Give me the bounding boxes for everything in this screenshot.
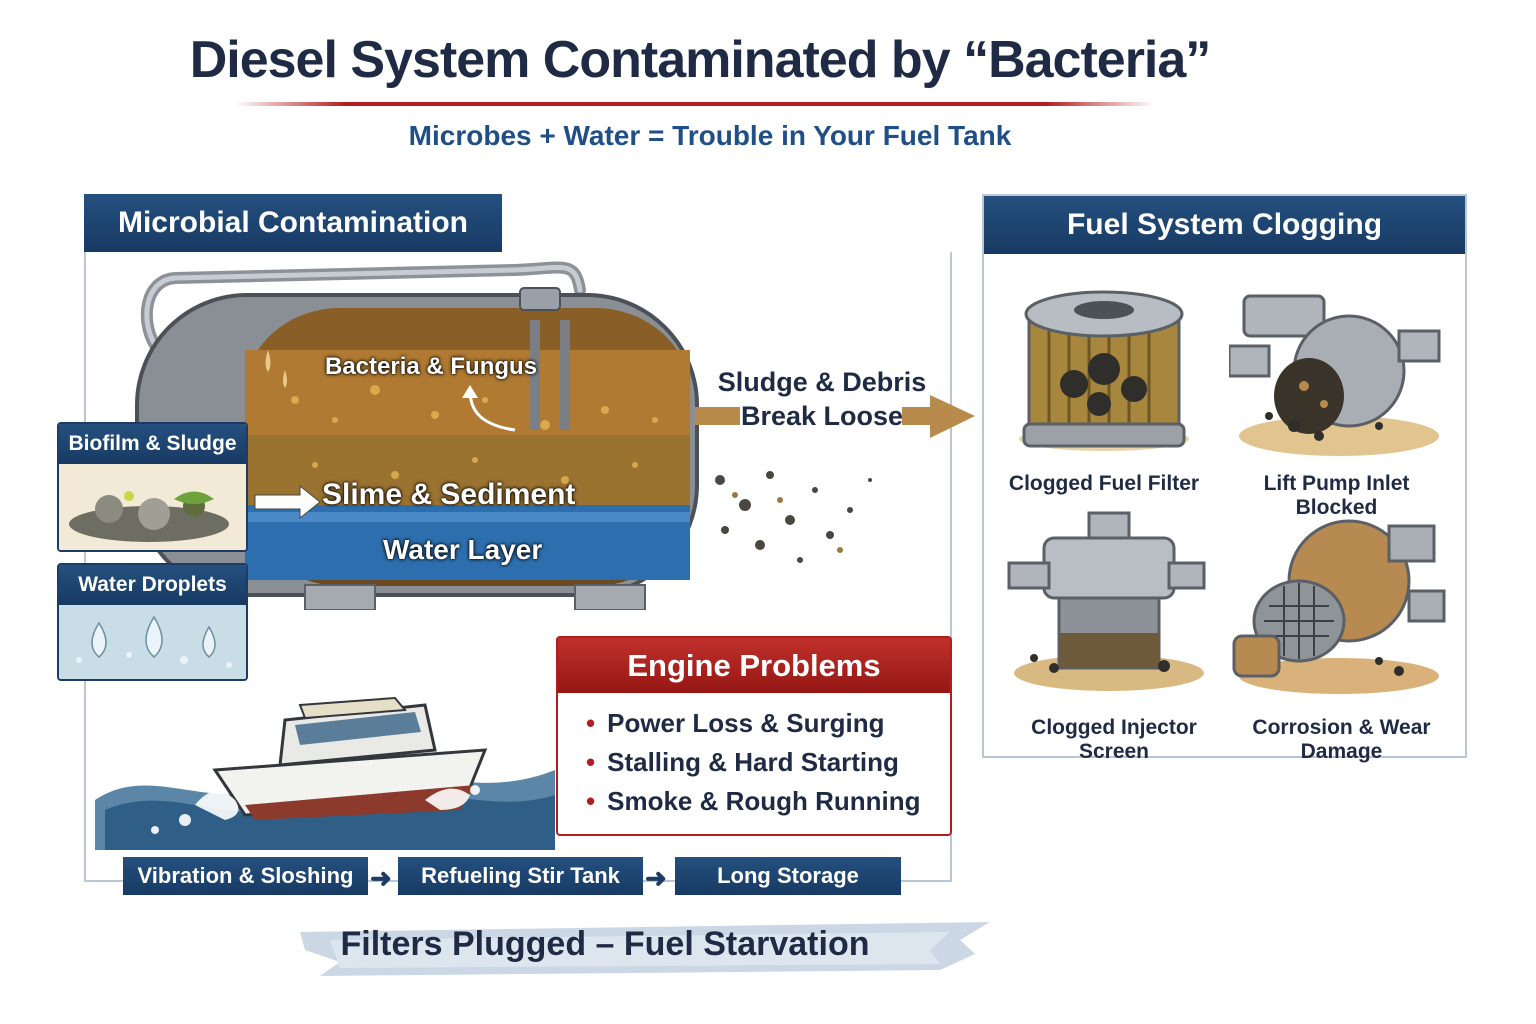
- debris-scatter: [715, 471, 872, 563]
- biofilm-sludge-icon: [59, 464, 246, 550]
- engine-problems-header: Engine Problems: [558, 638, 950, 693]
- cause-vibration-sloshing: Vibration & Sloshing: [123, 857, 368, 895]
- sludge-debris-label: Sludge & Debris Break Loose: [712, 365, 932, 433]
- bacteria-fungus-label: Bacteria & Fungus: [325, 353, 538, 380]
- title-underline: [235, 102, 1155, 106]
- boat-illustration: [95, 696, 555, 850]
- engine-problem-item: • Stalling & Hard Starting: [586, 743, 921, 782]
- microbial-contamination-header: Microbial Contamination: [84, 194, 502, 252]
- fuel-tank-illustration: [135, 261, 699, 610]
- engine-problems-list: • Power Loss & Surging • Stalling & Hard S…: [586, 704, 921, 821]
- cause-long-storage: Long Storage: [675, 857, 901, 895]
- fuel-system-clogging-header: Fuel System Clogging: [984, 196, 1465, 254]
- water-layer-label: Water Layer: [383, 534, 543, 565]
- clogged-fuel-filter-label: Clogged Fuel Filter: [1008, 472, 1200, 495]
- cause-refueling-stir-tank: Refueling Stir Tank: [398, 857, 643, 895]
- fuel-system-clogging-panel: Fuel System Clogging Clogged Fuel Filter…: [982, 194, 1467, 763]
- engine-problem-text: Stalling & Hard Starting: [607, 747, 899, 777]
- arrow-right-icon: ➜: [645, 863, 667, 893]
- arrow-right-icon: ➜: [370, 863, 392, 893]
- flow-arrow: [695, 395, 975, 438]
- footer-brushstroke: [300, 922, 990, 976]
- biofilm-sludge-label: Biofilm & Sludge: [59, 424, 246, 464]
- lift-pump-inlet-blocked-label: Lift Pump Inlet Blocked: [1263, 472, 1410, 519]
- sludge-debris-line2: Break Loose: [740, 401, 904, 431]
- bullet-icon: •: [586, 786, 596, 816]
- engine-problem-text: Smoke & Rough Running: [607, 786, 921, 816]
- corroded-fitting-icon: [1232, 519, 1446, 694]
- bullet-icon: •: [586, 747, 596, 777]
- lift-pump-icon: [1229, 294, 1441, 456]
- clogged-injector-screen-label: Clogged Injector Screen: [1031, 716, 1197, 763]
- footer-message: Filters Plugged – Fuel Starvation: [340, 925, 870, 963]
- sludge-debris-line1: Sludge & Debris: [717, 367, 927, 397]
- water-droplets-label: Water Droplets: [59, 565, 246, 605]
- page-title: Diesel System Contaminated by “Bacteria”: [189, 31, 1212, 89]
- bullet-icon: •: [586, 708, 596, 738]
- water-droplets-inset: Water Droplets: [57, 563, 248, 681]
- water-droplet-icon: [59, 605, 246, 679]
- biofilm-sludge-inset: Biofilm & Sludge: [57, 422, 248, 552]
- fuel-filter-icon: [1019, 290, 1189, 451]
- injector-screen-icon: [1007, 511, 1206, 691]
- corrosion-wear-damage-label: Corrosion & Wear Damage: [1252, 716, 1431, 763]
- slime-sediment-label: Slime & Sediment: [322, 478, 576, 511]
- page-subtitle: Microbes + Water = Trouble in Your Fuel …: [408, 120, 1012, 151]
- engine-problem-text: Power Loss & Surging: [607, 708, 885, 738]
- engine-problems-box: Engine Problems • Power Loss & Surging • S…: [556, 636, 952, 836]
- engine-problem-item: • Power Loss & Surging: [586, 704, 921, 743]
- engine-problem-item: • Smoke & Rough Running: [586, 782, 921, 821]
